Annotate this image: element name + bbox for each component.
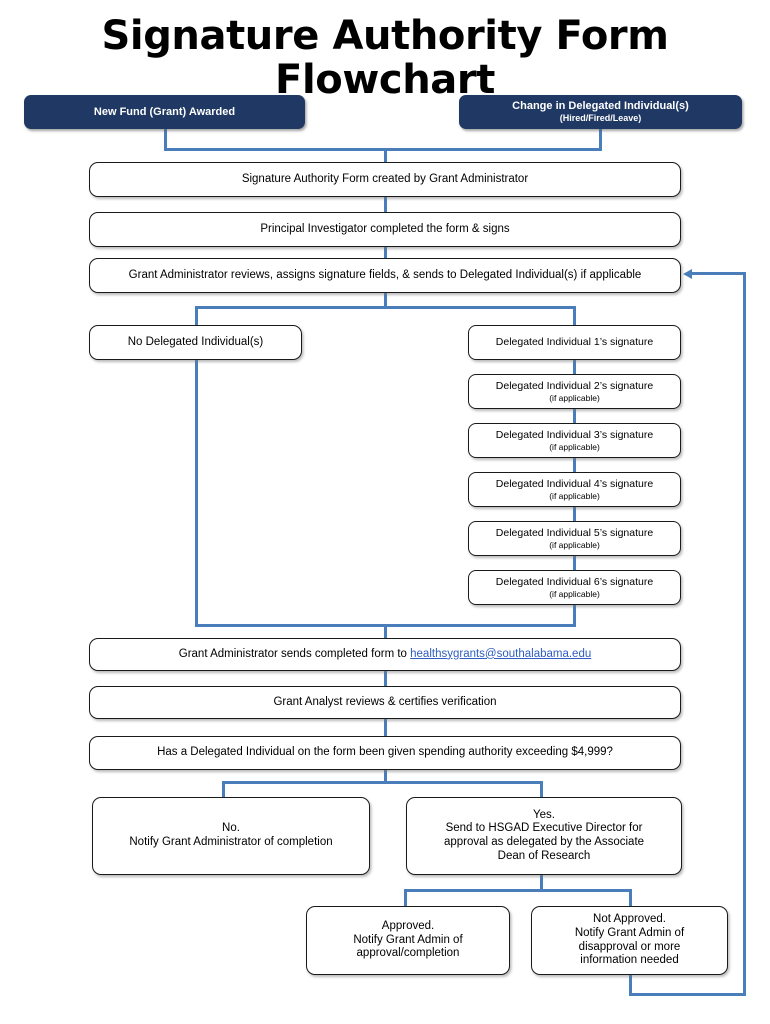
healthsygrants-email-link[interactable]: healthsygrants@southalabama.edu [410, 647, 592, 660]
pi-completes-node[interactable]: Principal Investigator completed the for… [89, 212, 681, 247]
connector-delegated-4-to-5 [573, 507, 576, 521]
delegated-4-sublabel: (if applicable) [549, 490, 600, 501]
branch-yes-line-1: Yes. [533, 808, 555, 821]
delegated-2-node[interactable]: Delegated Individual 2’s signature (if a… [468, 374, 681, 409]
start-new-fund-label: New Fund (Grant) Awarded [93, 105, 236, 118]
connector-change-delegated-down [599, 128, 602, 150]
branch-yes-line-4: Dean of Research [497, 849, 591, 862]
delegated-5-label: Delegated Individual 5’s signature [495, 527, 654, 540]
connector-split-to-no-delegated [195, 306, 198, 326]
feedback-arrow-icon [683, 269, 692, 279]
connector-split-to-delegated-1 [573, 306, 576, 326]
not-approved-line-2: Notify Grant Admin of [574, 926, 685, 939]
delegated-6-label: Delegated Individual 6’s signature [495, 576, 654, 589]
branch-no-node[interactable]: No. Notify Grant Administrator of comple… [92, 797, 370, 875]
connector-feedback-right-riser [743, 272, 746, 993]
delegated-3-node[interactable]: Delegated Individual 3’s signature (if a… [468, 423, 681, 458]
connector-approval-split-bar [404, 889, 632, 892]
connector-merge-to-email [384, 624, 387, 640]
connector-delegated-3-to-4 [573, 458, 576, 472]
branch-yes-line-2: Send to HSGAD Executive Director for [445, 822, 643, 835]
start-change-delegated-node[interactable]: Change in Delegated Individual(s) (Hired… [459, 95, 742, 129]
sends-completed-node[interactable]: Grant Administrator sends completed form… [89, 638, 681, 671]
spending-question-label: Has a Delegated Individual on the form b… [157, 746, 613, 759]
approved-line-2: Notify Grant Admin of [353, 933, 463, 946]
branch-no-line-2: Notify Grant Administrator of completion [129, 836, 333, 848]
start-change-delegated-sublabel: (Hired/Fired/Leave) [559, 113, 642, 124]
connector-no-delegated-long-run [195, 360, 198, 626]
form-created-node[interactable]: Signature Authority Form created by Gran… [89, 162, 681, 197]
delegated-2-sublabel: (if applicable) [549, 392, 600, 403]
delegated-6-node[interactable]: Delegated Individual 6’s signature (if a… [468, 570, 681, 605]
delegated-5-node[interactable]: Delegated Individual 5’s signature (if a… [468, 521, 681, 556]
branch-no-line-1: No. [222, 822, 240, 835]
analyst-reviews-label: Grant Analyst reviews & certifies verifi… [273, 695, 497, 708]
branch-yes-node[interactable]: Yes. Send to HSGAD Executive Director fo… [406, 797, 682, 875]
connector-question-to-split [384, 770, 387, 783]
delegated-3-label: Delegated Individual 3’s signature [495, 429, 654, 442]
ga-reviews-node[interactable]: Grant Administrator reviews, assigns sig… [89, 258, 681, 293]
delegated-6-sublabel: (if applicable) [549, 588, 600, 599]
connector-start-merge-bar [164, 148, 602, 151]
branch-yes-line-3: approval as delegated by the Associate [443, 836, 645, 848]
delegated-4-label: Delegated Individual 4’s signature [495, 478, 654, 491]
approved-line-1: Approved. [381, 920, 435, 933]
approved-line-3: approval/completion [356, 947, 460, 960]
connector-delegated-6-down [573, 605, 576, 626]
not-approved-line-1: Not Approved. [593, 913, 666, 926]
no-delegated-node[interactable]: No Delegated Individual(s) [89, 325, 302, 360]
connector-split-to-not-approved [629, 889, 632, 906]
connector-split-to-yes [540, 781, 543, 797]
delegated-1-node[interactable]: Delegated Individual 1’s signature [468, 325, 681, 360]
not-approved-node[interactable]: Not Approved. Notify Grant Admin of disa… [531, 906, 728, 975]
connector-delegated-2-to-3 [573, 409, 576, 423]
connector-split-to-no [222, 781, 225, 797]
start-new-fund-node[interactable]: New Fund (Grant) Awarded [24, 95, 305, 129]
connector-email-to-analyst [384, 671, 387, 686]
delegated-4-node[interactable]: Delegated Individual 4’s signature (if a… [468, 472, 681, 507]
connector-delegated-5-to-6 [573, 556, 576, 570]
delegated-3-sublabel: (if applicable) [549, 441, 600, 452]
connector-ga-to-split [384, 292, 387, 308]
sends-completed-line: Grant Administrator sends completed form… [90, 648, 680, 662]
delegated-1-label: Delegated Individual 1’s signature [495, 336, 654, 349]
form-created-label: Signature Authority Form created by Gran… [241, 172, 529, 185]
connector-delegation-split-bar [195, 306, 576, 309]
connector-delegated-1-to-2 [573, 360, 576, 374]
connector-analyst-to-question [384, 719, 387, 736]
connector-split-to-approved [404, 889, 407, 906]
connector-merge-to-form [384, 148, 387, 166]
connector-new-fund-down [164, 128, 167, 150]
connector-yes-to-split [540, 875, 543, 890]
connector-feedback-down [629, 975, 632, 996]
sends-completed-prefix: Grant Administrator sends completed form… [178, 647, 411, 660]
connector-feedback-bottom [629, 993, 746, 996]
approved-node[interactable]: Approved. Notify Grant Admin of approval… [306, 906, 510, 975]
connector-form-to-pi [384, 196, 387, 220]
ga-reviews-label: Grant Administrator reviews, assigns sig… [128, 268, 642, 281]
start-change-delegated-label: Change in Delegated Individual(s) [512, 100, 689, 113]
analyst-reviews-node[interactable]: Grant Analyst reviews & certifies verifi… [89, 686, 681, 719]
delegated-5-sublabel: (if applicable) [549, 539, 600, 550]
no-delegated-label: No Delegated Individual(s) [127, 335, 264, 348]
connector-feedback-top [692, 272, 746, 275]
spending-question-node[interactable]: Has a Delegated Individual on the form b… [89, 736, 681, 770]
page-title: Signature Authority Form Flowchart [101, 13, 669, 103]
not-approved-line-4: information needed [580, 954, 679, 967]
pi-completes-label: Principal Investigator completed the for… [260, 222, 510, 235]
not-approved-line-3: disapproval or more [578, 940, 681, 953]
delegated-2-label: Delegated Individual 2’s signature [495, 380, 654, 393]
connector-yesno-split-bar [222, 781, 543, 784]
